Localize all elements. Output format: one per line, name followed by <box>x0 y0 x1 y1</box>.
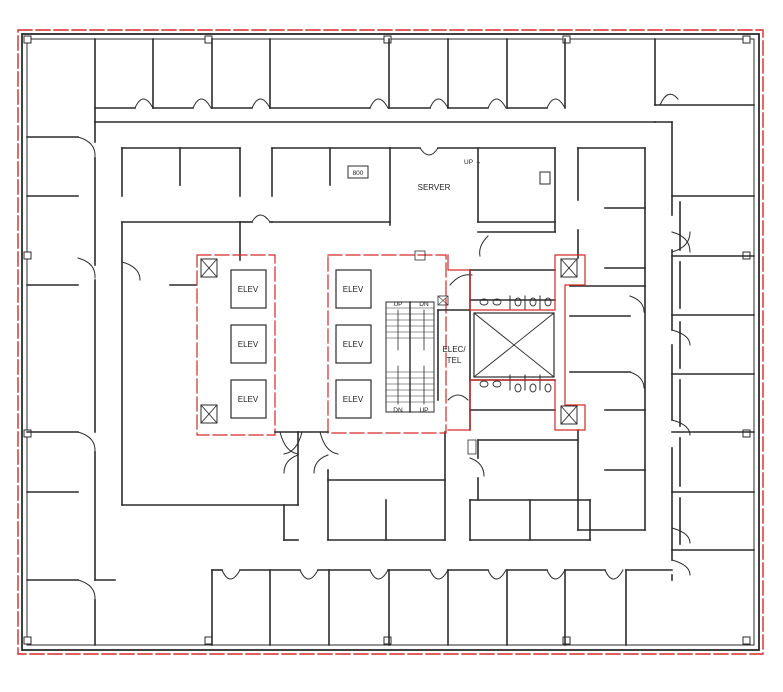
inner-offices-right <box>569 147 646 531</box>
elec-tel-label: ELEC/ <box>442 345 466 354</box>
inner-offices-bottom <box>313 431 591 541</box>
inner-offices-top <box>121 147 391 261</box>
stair-up-label: UP <box>419 407 428 414</box>
elevator-label: ELEV <box>343 285 364 294</box>
perimeter-columns <box>23 35 751 645</box>
restroom-walls <box>469 269 556 411</box>
server-room-label: SERVER <box>418 183 451 192</box>
stair-down-label: DN <box>393 407 403 414</box>
room-number-label: 800 <box>353 170 364 177</box>
elevator-core-left <box>196 254 276 436</box>
outer-wall <box>17 29 764 655</box>
elec-tel-label-line2: TEL <box>447 356 462 365</box>
inner-offices-left <box>121 221 299 541</box>
core-doors <box>274 431 339 455</box>
elevator-label: ELEV <box>238 395 259 404</box>
elevator-label: ELEV <box>343 395 364 404</box>
elevator-label: ELEV <box>343 340 364 349</box>
bottom-offices <box>211 569 673 646</box>
top-offices <box>94 38 755 123</box>
up-arrow-label: UP → <box>464 159 481 166</box>
stair-up-label: UP <box>393 301 402 308</box>
elevator-core-center <box>327 250 449 434</box>
left-offices <box>26 121 116 646</box>
right-offices <box>654 121 755 581</box>
server-room-walls <box>389 147 556 233</box>
shaft-outline <box>447 254 586 455</box>
elevator-label: ELEV <box>238 340 259 349</box>
room-labels: ELEV ELEV ELEV ELEV ELEV ELEV SERVER 800… <box>238 159 481 414</box>
elevator-label: ELEV <box>238 285 259 294</box>
stair-down-label: DN <box>419 301 429 308</box>
